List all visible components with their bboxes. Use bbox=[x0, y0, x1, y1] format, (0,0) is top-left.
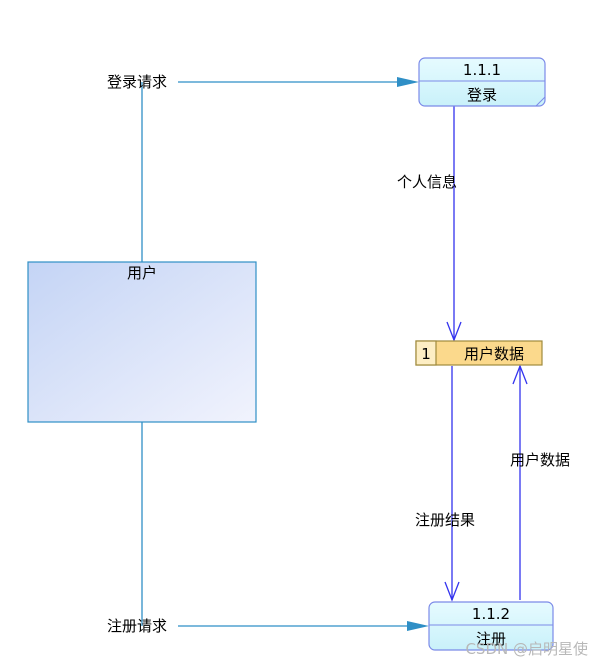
process-register-id: 1.1.2 bbox=[472, 605, 510, 623]
entity-box bbox=[27, 261, 257, 423]
register-request-label: 注册请求 bbox=[107, 617, 167, 635]
external-entity-user[interactable]: 用户 bbox=[27, 261, 257, 423]
process-login-corner bbox=[535, 96, 546, 107]
register-result-arrowhead bbox=[444, 581, 460, 602]
register-result-label: 注册结果 bbox=[415, 511, 475, 529]
process-register-box bbox=[428, 601, 554, 651]
user-data-arrowhead bbox=[512, 364, 528, 385]
process-register[interactable]: 1.1.2 注册 bbox=[428, 601, 554, 651]
user-data-flow-label: 用户数据 bbox=[510, 451, 570, 469]
datastore-number-cell bbox=[415, 340, 437, 366]
process-flows bbox=[444, 106, 528, 602]
personal-info-arrowhead bbox=[446, 321, 462, 342]
entity-connectors bbox=[141, 81, 410, 627]
personal-info-label: 个人信息 bbox=[397, 173, 457, 191]
watermark: CSDN @启明星使 bbox=[465, 640, 588, 658]
login-request-arrowhead bbox=[397, 77, 419, 87]
register-request-arrowhead bbox=[407, 621, 429, 631]
datastore-name: 用户数据 bbox=[464, 345, 524, 363]
process-login-id: 1.1.1 bbox=[463, 61, 501, 79]
entity-label: 用户 bbox=[127, 264, 157, 282]
process-login-box bbox=[418, 57, 546, 107]
process-login[interactable]: 1.1.1 登录 bbox=[418, 57, 546, 107]
process-login-name: 登录 bbox=[467, 86, 497, 104]
datastore-number: 1 bbox=[421, 345, 431, 363]
datastore-user-data[interactable]: 1 用户数据 bbox=[415, 340, 543, 366]
login-request-label: 登录请求 bbox=[107, 73, 167, 91]
process-register-name: 注册 bbox=[476, 630, 506, 648]
